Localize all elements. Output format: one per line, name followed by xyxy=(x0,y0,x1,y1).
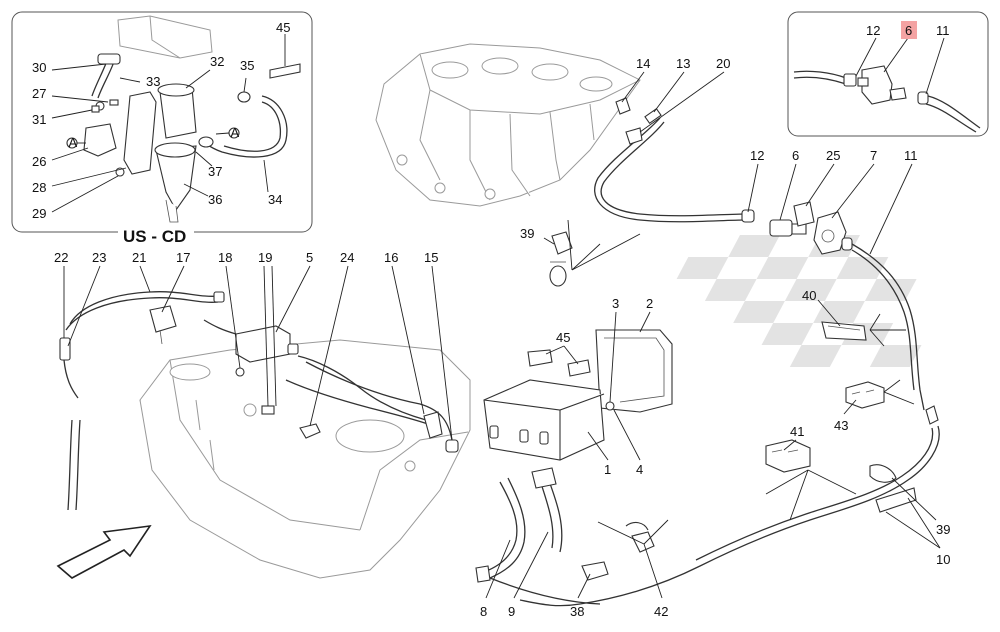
front-direction-arrow xyxy=(56,524,152,579)
callout-17[interactable]: 17 xyxy=(176,250,190,265)
callout-34[interactable]: 34 xyxy=(268,192,282,207)
callout-35[interactable]: 35 xyxy=(240,58,254,73)
callout-28[interactable]: 28 xyxy=(32,180,46,195)
checker-watermark xyxy=(676,235,922,368)
vent-hoses-lower xyxy=(475,467,655,605)
callout-39[interactable]: 39 xyxy=(936,522,950,537)
svg-text:A: A xyxy=(231,125,240,140)
clip-43 xyxy=(845,381,885,409)
callout-42[interactable]: 42 xyxy=(654,604,668,619)
callout-27[interactable]: 27 xyxy=(32,86,46,101)
vent-line-upper xyxy=(594,97,755,223)
purge-valve-group xyxy=(769,201,939,425)
callout-15[interactable]: 15 xyxy=(424,250,438,265)
charcoal-canister xyxy=(483,329,673,461)
callout-40[interactable]: 40 xyxy=(802,288,816,303)
callout-33[interactable]: 33 xyxy=(146,74,160,89)
callout-39-upper[interactable]: 39 xyxy=(520,226,534,241)
callout-2[interactable]: 2 xyxy=(646,296,653,311)
valve-inset xyxy=(787,11,989,137)
callout-30[interactable]: 30 xyxy=(32,60,46,75)
leader-lines xyxy=(51,34,945,599)
callout-3[interactable]: 3 xyxy=(612,296,619,311)
callout-22[interactable]: 22 xyxy=(54,250,68,265)
callout-32[interactable]: 32 xyxy=(210,54,224,69)
callout-16[interactable]: 16 xyxy=(384,250,398,265)
callout-1[interactable]: 1 xyxy=(604,462,611,477)
callout-13[interactable]: 13 xyxy=(676,56,690,71)
callout-36[interactable]: 36 xyxy=(208,192,222,207)
callout-8[interactable]: 8 xyxy=(480,604,487,619)
callout-6-inset-highlighted[interactable]: 6 xyxy=(905,23,912,38)
us-cd-inset: US - CD A xyxy=(11,11,313,246)
callout-11[interactable]: 11 xyxy=(904,148,918,163)
highlight-6-box xyxy=(901,21,917,39)
callout-10[interactable]: 10 xyxy=(936,552,950,567)
callout-19[interactable]: 19 xyxy=(258,250,272,265)
callout-4[interactable]: 4 xyxy=(636,462,643,477)
callout-6[interactable]: 6 xyxy=(792,148,799,163)
callout-43[interactable]: 43 xyxy=(834,418,848,433)
callout-25[interactable]: 25 xyxy=(826,148,840,163)
intake-manifold-ghost xyxy=(375,43,641,207)
callout-12-inset[interactable]: 12 xyxy=(866,23,880,38)
svg-text:A: A xyxy=(69,135,78,150)
callout-18[interactable]: 18 xyxy=(218,250,232,265)
vent-lines-lower-right xyxy=(519,425,940,607)
callout-41[interactable]: 41 xyxy=(790,424,804,439)
marker-a1: A xyxy=(66,135,78,150)
callout-9[interactable]: 9 xyxy=(508,604,515,619)
region-label: US - CD xyxy=(123,227,186,246)
callout-45[interactable]: 45 xyxy=(556,330,570,345)
callout-12[interactable]: 12 xyxy=(750,148,764,163)
bracket-26 xyxy=(123,91,157,175)
grommet-39-upper xyxy=(549,231,573,287)
callout-37[interactable]: 37 xyxy=(208,164,222,179)
callout-31[interactable]: 31 xyxy=(32,112,46,127)
fuel-tank-ghost xyxy=(139,339,471,579)
callout-5[interactable]: 5 xyxy=(306,250,313,265)
callout-11-inset[interactable]: 11 xyxy=(936,23,950,38)
callout-7[interactable]: 7 xyxy=(870,148,877,163)
tank-components xyxy=(203,319,459,453)
callout-26[interactable]: 26 xyxy=(32,154,46,169)
callout-20[interactable]: 20 xyxy=(716,56,730,71)
callout-24[interactable]: 24 xyxy=(340,250,354,265)
clip-40 xyxy=(821,321,867,341)
vent-hose-21 xyxy=(59,291,225,511)
clip-41 xyxy=(765,439,811,473)
callout-29[interactable]: 29 xyxy=(32,206,46,221)
callouts: 45 30 33 32 35 27 31 26 28 29 37 36 34 1… xyxy=(32,20,950,619)
callout-23[interactable]: 23 xyxy=(92,250,106,265)
callout-21[interactable]: 21 xyxy=(132,250,146,265)
callout-45-inset[interactable]: 45 xyxy=(276,20,290,35)
marker-a2: A xyxy=(228,125,240,140)
callout-38[interactable]: 38 xyxy=(570,604,584,619)
callout-14[interactable]: 14 xyxy=(636,56,650,71)
